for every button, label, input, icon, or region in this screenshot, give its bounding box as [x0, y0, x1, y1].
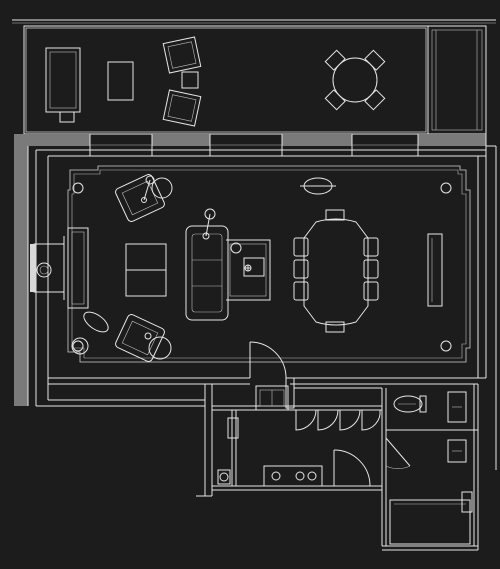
ottomans — [125, 243, 167, 297]
washbasin — [447, 391, 467, 463]
bathroom-door — [333, 449, 371, 487]
armchair-top — [115, 174, 173, 222]
shower-door — [385, 437, 473, 513]
balcony-stool — [181, 71, 199, 89]
entry-door — [249, 341, 295, 409]
bathroom — [381, 384, 479, 551]
console-right — [427, 233, 443, 307]
coffee-table — [226, 239, 271, 301]
dining-chairs-left — [293, 237, 309, 301]
desk-lamp — [300, 177, 336, 195]
wardrobe — [255, 385, 382, 431]
toilet — [393, 395, 427, 413]
balcony-armchair-top — [162, 36, 202, 74]
dining-chairs-right — [363, 237, 379, 301]
balcony-armchair-bottom — [162, 89, 202, 127]
dining-table — [303, 209, 369, 333]
sofa — [185, 208, 229, 321]
armchair-bottom — [71, 311, 172, 362]
shoe-bench — [217, 465, 323, 487]
tv-unit-left — [63, 227, 89, 309]
balcony-dining-set — [324, 49, 386, 111]
balcony-side-table — [107, 61, 134, 101]
balcony-lounge-chair — [45, 47, 81, 123]
